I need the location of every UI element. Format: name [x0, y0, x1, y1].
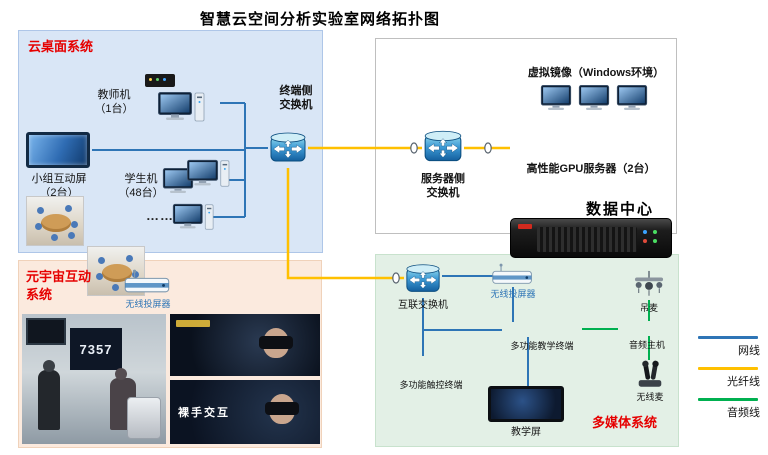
terminal-switch-icon	[268, 128, 308, 168]
extra-pc-icon	[172, 202, 214, 232]
teaching-terminal-label: 多功能教学终端	[510, 341, 574, 351]
virtual-desktop-icons	[540, 84, 650, 114]
student-machines-label: 学生机 （48台）	[118, 173, 164, 200]
more-devices-ellipsis: ……	[146, 208, 174, 223]
cloud-terminal-icon	[145, 74, 175, 87]
vr-headset-photo	[170, 314, 320, 376]
virtual-monitor-icon	[616, 84, 648, 111]
legend-item-network: 网线	[698, 336, 760, 358]
ceiling-mic-icon	[630, 270, 668, 300]
interconnect-switch-label: 互联交换机	[398, 300, 448, 311]
vr-lab-photo: 7357	[22, 314, 166, 444]
server-switch-icon	[422, 126, 464, 168]
legend-item-fiber: 光纤线	[698, 367, 760, 389]
vr-user-head	[259, 327, 293, 358]
lab-tv-screen	[26, 318, 66, 345]
metaverse-title: 元宇宙互动 系统	[26, 269, 92, 302]
student-machines-icon	[162, 158, 234, 200]
vr-workstation-icon	[127, 397, 161, 439]
metaverse-caster-label: 无线投屏器	[125, 299, 171, 309]
wireless-mic-icon	[634, 358, 666, 390]
data-center-title: 数据中心	[585, 201, 654, 218]
touch-terminal-label: 多功能触控终端	[399, 380, 463, 390]
gpu-server-label: 高性能GPU服务器（2台）	[526, 163, 656, 175]
group-screen-icon	[26, 132, 90, 168]
audio-line-sample	[698, 398, 758, 401]
virtual-monitor-icon	[578, 84, 610, 111]
student-pc-icon	[186, 158, 230, 189]
photo-caption-decor	[176, 320, 210, 327]
legend-label-network: 网线	[738, 345, 760, 357]
page-title: 智慧云空间分析实验室网络拓扑图	[199, 11, 440, 28]
multimedia-caster-label: 无线投屏器	[490, 289, 536, 299]
metaverse-photos: 7357 裸手交互	[22, 314, 320, 444]
photo-caption: 裸手交互	[178, 407, 230, 419]
vr-user-head	[265, 394, 299, 425]
legend-label-audio: 音频线	[727, 407, 760, 419]
terminal-switch-label: 终端侧 交换机	[279, 85, 313, 112]
server-switch-label: 服务器侧 交换机	[421, 173, 465, 200]
score-screen: 7357	[70, 328, 122, 370]
person-silhouette	[38, 360, 60, 430]
cloud-desktop-title: 云桌面系统	[28, 39, 94, 54]
ceiling-mic-label: 吊麦	[639, 303, 658, 313]
audio-host-label: 音频主机	[628, 340, 665, 350]
teaching-screen-label: 教学屏	[511, 427, 541, 438]
teacher-machine-icon	[145, 74, 223, 128]
fiber-line-sample	[698, 367, 758, 370]
wireless-caster-icon	[490, 262, 536, 288]
classroom-photo-1	[26, 196, 84, 246]
virtual-image-label: 虚拟镜像（Windows环境）	[527, 67, 665, 79]
legend-label-fiber: 光纤线	[727, 376, 760, 388]
server-brand-tag	[518, 224, 532, 229]
interconnect-switch-icon	[404, 260, 442, 298]
multimedia-title: 多媒体系统	[592, 415, 658, 430]
teaching-screen-icon	[488, 386, 564, 422]
hand-interaction-photo: 裸手交互	[170, 380, 320, 444]
network-line-sample	[698, 336, 758, 339]
wireless-mic-label: 无线麦	[636, 392, 664, 402]
teacher-machine-label: 教师机 （1台）	[94, 89, 134, 116]
legend: 网线 光纤线 音频线	[698, 336, 760, 429]
gpu-server-rack	[510, 218, 672, 258]
teacher-pc-icon	[157, 90, 205, 124]
virtual-monitor-icon	[540, 84, 572, 111]
wireless-caster-icon	[122, 268, 174, 297]
legend-item-audio: 音频线	[698, 398, 760, 420]
